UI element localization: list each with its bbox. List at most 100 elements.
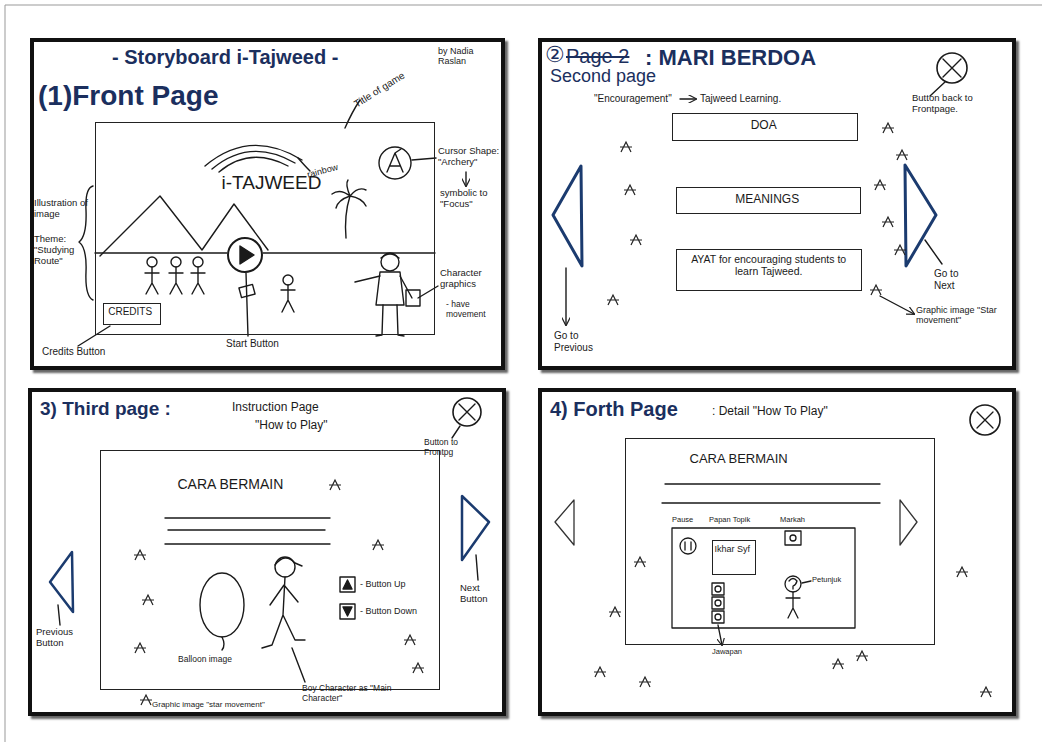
- annotation: Balloon image: [178, 655, 258, 665]
- leader-line: [802, 581, 811, 583]
- star-graphic: [594, 667, 606, 677]
- annotation: Next Button: [460, 583, 502, 605]
- third-page-art: [50, 398, 489, 682]
- previous-arrow: [555, 500, 574, 545]
- annotation: Start Button: [226, 338, 306, 350]
- storyboard-title: - Storyboard i-Tajweed -: [112, 46, 422, 69]
- annotation: - Button Down: [360, 606, 440, 616]
- star-graphic: [630, 235, 642, 245]
- close-icon: [977, 412, 993, 428]
- score-icon: [790, 535, 796, 541]
- score-box: [785, 531, 801, 545]
- up-icon: [343, 580, 352, 589]
- leader-line: [418, 286, 438, 298]
- pause-icon: [685, 542, 691, 550]
- previous-arrow: [50, 552, 73, 612]
- annotation: Button to Frontpg: [424, 438, 486, 458]
- balloon-string: [222, 637, 224, 650]
- star-graphic: [874, 180, 886, 190]
- screen-frame: CARA BERMAIN Ikhar Syf: [625, 438, 935, 645]
- answer-icon: [715, 600, 721, 606]
- star-graphic: [980, 687, 992, 697]
- answer-box: [712, 583, 724, 595]
- leader-line: [925, 240, 942, 264]
- screen-frame: CARA BERMAIN: [100, 450, 440, 690]
- page-subtitle: Instruction Page: [232, 401, 342, 415]
- menu-label: AYAT for encouraging students to learn T…: [680, 253, 858, 277]
- game-title: i-TAJWEED: [222, 172, 352, 194]
- panel-heading: 3) Third page :: [40, 398, 230, 420]
- menu-label: DOA: [672, 119, 856, 133]
- star-graphic: [882, 123, 894, 133]
- annotation: Character graphics: [440, 268, 504, 290]
- answer-box: [712, 597, 724, 609]
- close-button: [937, 53, 967, 83]
- struck-heading: Page 2: [566, 45, 641, 68]
- annotation: Credits Button: [42, 346, 132, 358]
- panel-heading: (1)Front Page: [38, 80, 308, 112]
- leader-arrow: [465, 172, 466, 186]
- hint-balloon: [785, 576, 801, 592]
- stick-figure-head: [283, 275, 293, 285]
- star-graphic: [882, 217, 894, 227]
- annotation: Previous Button: [36, 627, 94, 649]
- balloon-image: [200, 573, 244, 637]
- page-subtitle: : Detail "How To Play": [712, 405, 882, 419]
- leader-line: [292, 648, 305, 682]
- annotation: Illustration of image: [34, 198, 88, 220]
- star-graphic: [134, 550, 146, 560]
- star-graphic: [620, 142, 632, 152]
- star-graphic: [372, 540, 384, 550]
- close-icon: [459, 404, 475, 420]
- stick-figure-head: [147, 257, 157, 267]
- star-graphic: [624, 185, 636, 195]
- screen-frame: i-TAJWEED CREDITS: [95, 122, 435, 335]
- topic-board: Ikhar Syf: [712, 540, 756, 575]
- leader-arrow: [718, 625, 722, 645]
- next-arrow: [462, 496, 489, 560]
- storyboard-panel: 4) Forth PageCARA BERMAINIkhar Syf: [538, 388, 1016, 716]
- palm-leaves: [332, 180, 366, 208]
- stick-figure: [281, 285, 295, 312]
- annotation: Cursor Shape: "Archery": [438, 146, 506, 168]
- annotation: rainbow: [306, 157, 357, 180]
- boy-cap: [275, 558, 302, 566]
- star-graphic: [404, 635, 416, 645]
- annotation: Go to Previous: [554, 330, 606, 353]
- star-graphic: [412, 663, 424, 673]
- leader-line: [58, 605, 60, 625]
- answer-icon: [715, 586, 721, 592]
- button-label: CREDITS: [102, 306, 158, 318]
- author-note: by Nadia Raslan: [438, 46, 500, 67]
- leader-line: [246, 273, 248, 336]
- stick-figure: [786, 592, 800, 618]
- down-icon: [343, 607, 352, 616]
- menu-box: AYAT for encouraging students to learn T…: [676, 249, 862, 291]
- storyboard-panel: (1)Front Page i-TAJWEED CREDITS: [30, 38, 505, 370]
- front-page-art: [78, 100, 466, 346]
- annotation: - have movement: [446, 300, 504, 320]
- annotation: symbolic to "Focus": [440, 188, 504, 210]
- pause-button: [680, 538, 696, 554]
- star-graphics: [134, 123, 992, 705]
- rainbow-arc: [212, 151, 295, 169]
- leader-arrow: [880, 296, 914, 314]
- stick-figure-head: [193, 257, 203, 267]
- annotation: Go to Next: [934, 268, 976, 291]
- close-button: [453, 398, 481, 426]
- star-graphic: [329, 480, 341, 490]
- play-icon: [240, 246, 254, 264]
- ui-label: Markah: [780, 516, 820, 525]
- annotation: "Encouragement": [594, 93, 684, 105]
- leader-line: [452, 426, 460, 438]
- screen-heading: CARA BERMAIN: [690, 452, 820, 467]
- horizon-line: [95, 252, 435, 253]
- topic-label: Ikhar Syf: [711, 544, 753, 554]
- star-graphic: [140, 695, 152, 705]
- close-button: [970, 405, 1000, 435]
- stick-figure-head: [171, 257, 181, 267]
- game-area: [672, 528, 855, 628]
- star-graphic: [639, 677, 651, 687]
